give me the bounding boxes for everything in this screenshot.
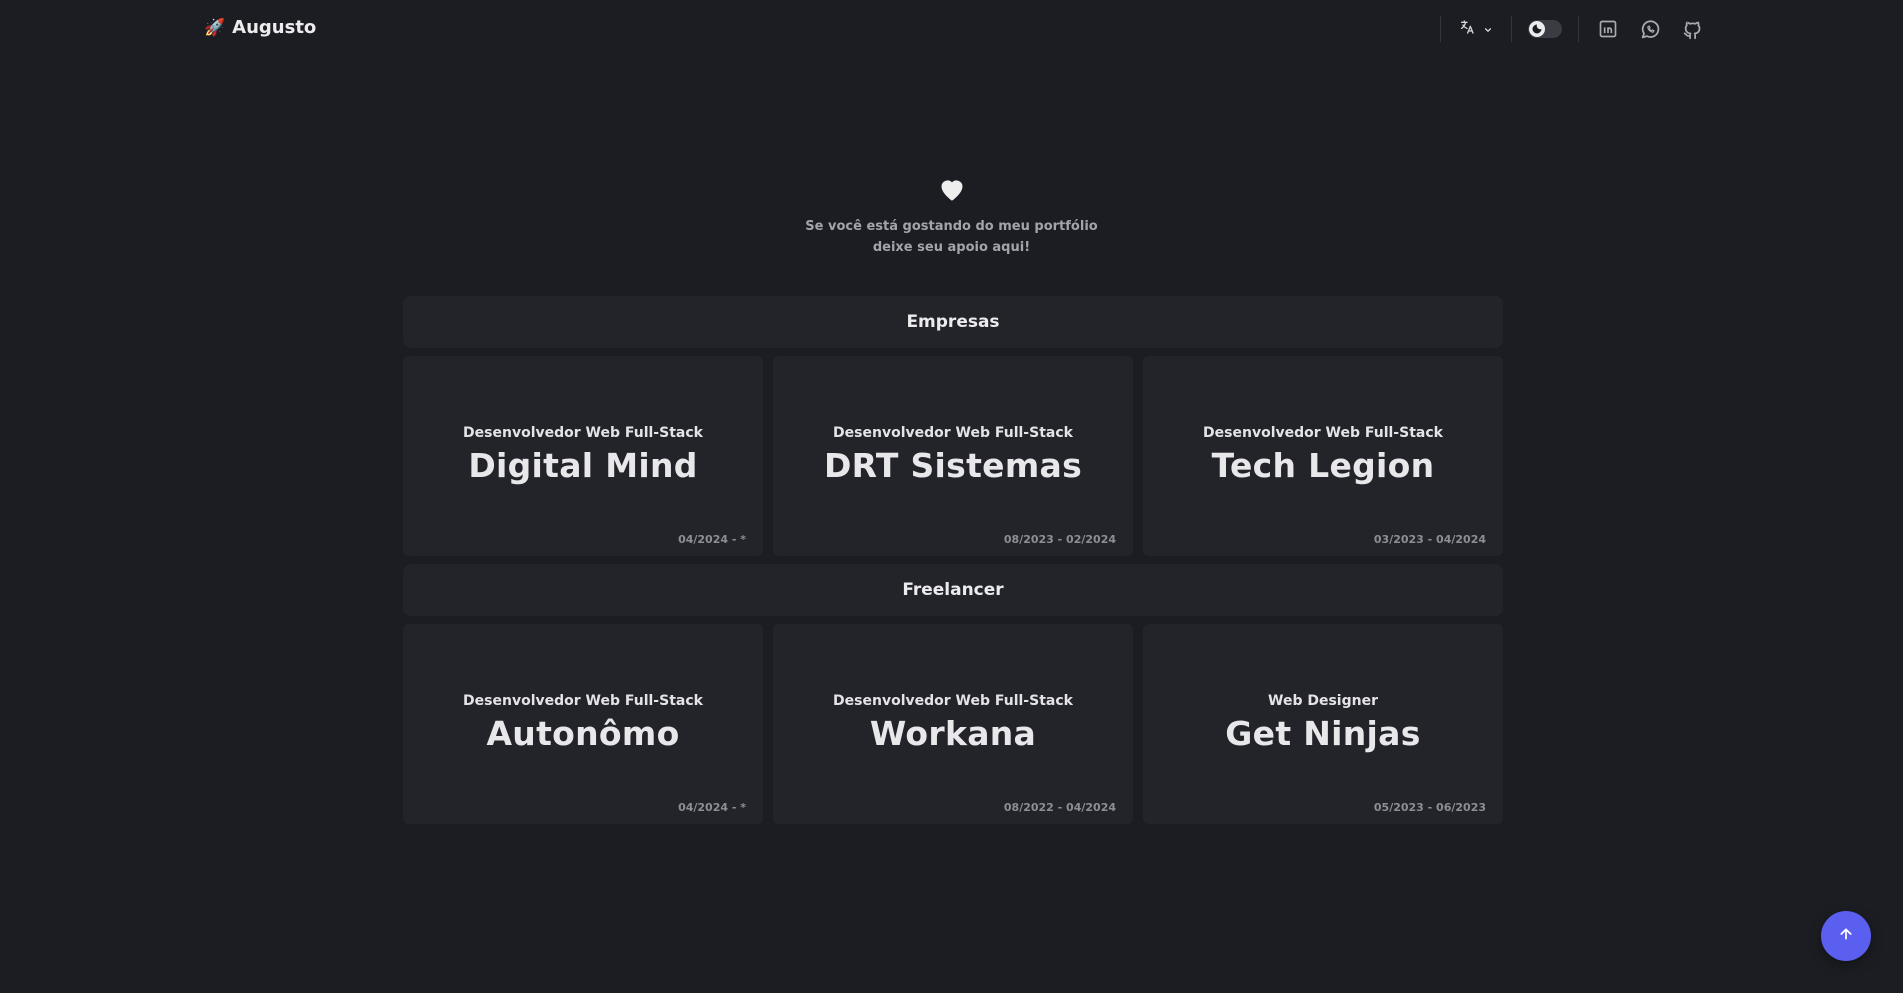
card-period: 04/2024 - * xyxy=(678,801,746,814)
support-message: Se você está gostando do meu portfólio d… xyxy=(0,216,1903,258)
card-company: Tech Legion xyxy=(1211,446,1435,485)
card-role: Web Designer xyxy=(1268,693,1378,709)
card-role: Desenvolvedor Web Full-Stack xyxy=(833,425,1073,441)
heart-icon[interactable] xyxy=(938,176,966,206)
experience-card[interactable]: Web Designer Get Ninjas 05/2023 - 06/202… xyxy=(1143,624,1503,824)
theme-toggle[interactable] xyxy=(1528,20,1562,38)
header-actions xyxy=(1440,13,1703,45)
translate-icon xyxy=(1459,19,1475,39)
experience-card[interactable]: Desenvolvedor Web Full-Stack DRT Sistema… xyxy=(773,356,1133,556)
experience-content: Empresas Desenvolvedor Web Full-Stack Di… xyxy=(403,296,1503,832)
experience-card[interactable]: Desenvolvedor Web Full-Stack Digital Min… xyxy=(403,356,763,556)
card-role: Desenvolvedor Web Full-Stack xyxy=(1203,425,1443,441)
card-period: 05/2023 - 06/2023 xyxy=(1373,801,1486,814)
support-section: Se você está gostando do meu portfólio d… xyxy=(0,176,1903,258)
brand-link[interactable]: 🚀 Augusto xyxy=(204,17,316,38)
chevron-down-icon xyxy=(1483,20,1493,39)
moon-icon xyxy=(1529,21,1545,37)
cards-freelancer: Desenvolvedor Web Full-Stack Autonômo 04… xyxy=(403,624,1503,824)
card-company: Digital Mind xyxy=(468,446,698,485)
card-company: Get Ninjas xyxy=(1225,714,1421,753)
card-period: 04/2024 - * xyxy=(678,533,746,546)
section-title: Freelancer xyxy=(902,580,1004,600)
card-company: Autonômo xyxy=(486,714,680,753)
github-icon[interactable] xyxy=(1681,18,1703,40)
support-line-1: Se você está gostando do meu portfólio xyxy=(805,219,1098,234)
language-selector[interactable] xyxy=(1441,13,1511,45)
card-period: 08/2022 - 04/2024 xyxy=(1003,801,1116,814)
section-header-empresas: Empresas xyxy=(403,296,1503,348)
scroll-top-button[interactable] xyxy=(1821,911,1871,961)
experience-card[interactable]: Desenvolvedor Web Full-Stack Tech Legion… xyxy=(1143,356,1503,556)
divider xyxy=(1578,16,1579,42)
card-role: Desenvolvedor Web Full-Stack xyxy=(463,425,703,441)
card-period: 08/2023 - 02/2024 xyxy=(1003,533,1116,546)
whatsapp-icon[interactable] xyxy=(1639,18,1661,40)
section-title: Empresas xyxy=(906,312,1000,332)
linkedin-icon[interactable] xyxy=(1597,18,1619,40)
divider xyxy=(1511,16,1512,42)
support-line-2: deixe seu apoio aqui! xyxy=(872,240,1031,255)
card-role: Desenvolvedor Web Full-Stack xyxy=(833,693,1073,709)
divider xyxy=(1440,16,1441,42)
brand-name: Augusto xyxy=(232,17,317,38)
card-period: 03/2023 - 04/2024 xyxy=(1373,533,1486,546)
rocket-icon: 🚀 xyxy=(204,17,226,38)
theme-toggle-wrap xyxy=(1512,13,1578,45)
cards-empresas: Desenvolvedor Web Full-Stack Digital Min… xyxy=(403,356,1503,556)
card-company: DRT Sistemas xyxy=(823,446,1083,485)
experience-card[interactable]: Desenvolvedor Web Full-Stack Autonômo 04… xyxy=(403,624,763,824)
card-role: Desenvolvedor Web Full-Stack xyxy=(463,693,703,709)
header: 🚀 Augusto xyxy=(0,0,1903,60)
arrow-up-icon xyxy=(1838,926,1854,946)
experience-card[interactable]: Desenvolvedor Web Full-Stack Workana 08/… xyxy=(773,624,1133,824)
section-header-freelancer: Freelancer xyxy=(403,564,1503,616)
card-company: Workana xyxy=(869,714,1037,753)
social-links xyxy=(1579,18,1703,40)
